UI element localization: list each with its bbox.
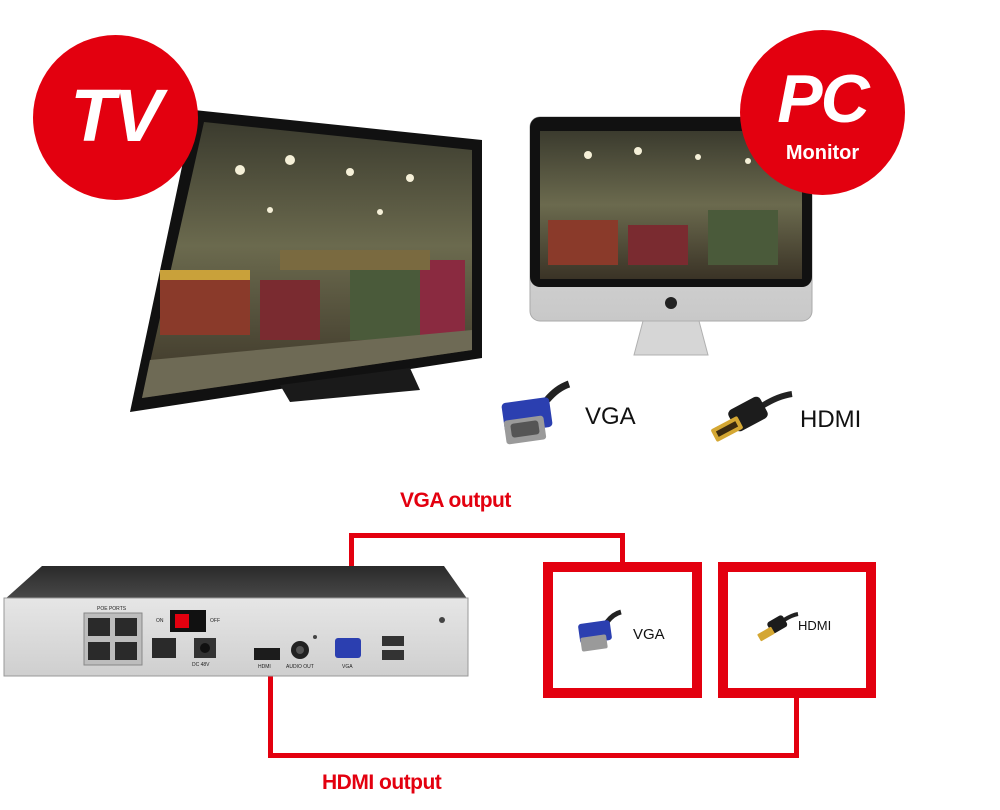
hdmi-cable-vertical-left [268,660,273,758]
vga-cable-vertical-right [620,533,625,565]
hdmi-box-label: HDMI [798,618,832,633]
pc-badge-text: PC [777,61,869,137]
pc-monitor-illustration [529,116,813,356]
monitor-badge-text: Monitor [785,142,860,164]
hdmi-cable-vertical-right [794,695,799,758]
vga-box-connector-icon [578,609,622,652]
nvr-audio-out-label: AUDIO OUT [286,664,314,670]
nvr-off-label: OFF [210,618,220,624]
nvr-on-label: ON [156,618,164,624]
hdmi-cable-horizontal [268,753,799,758]
vga-box: VGA [543,562,702,698]
nvr-dc-label: DC 48V [192,662,210,668]
vga-connector-icon [501,380,571,445]
nvr-vga-label: VGA [342,664,353,670]
hdmi-label: HDMI [800,406,862,433]
nvr-hdmi-label: HDMI [258,664,271,670]
vga-label: VGA [585,403,636,430]
vga-output-label: VGA output [400,489,511,512]
vga-box-label: VGA [633,626,665,643]
tv-badge-text: TV [70,74,163,157]
hdmi-output-label: HDMI output [322,771,442,794]
hdmi-connector-icon [711,391,793,442]
hdmi-box-connector-icon [757,612,799,642]
hdmi-box: HDMI [718,562,876,698]
tv-badge: TV [33,35,198,200]
vga-cable-horizontal [349,533,625,538]
tv-illustration [130,110,482,412]
nvr-poe-ports-label: POE PORTS [97,606,127,612]
nvr-device [3,566,469,677]
pc-monitor-badge: PC Monitor [740,30,905,195]
